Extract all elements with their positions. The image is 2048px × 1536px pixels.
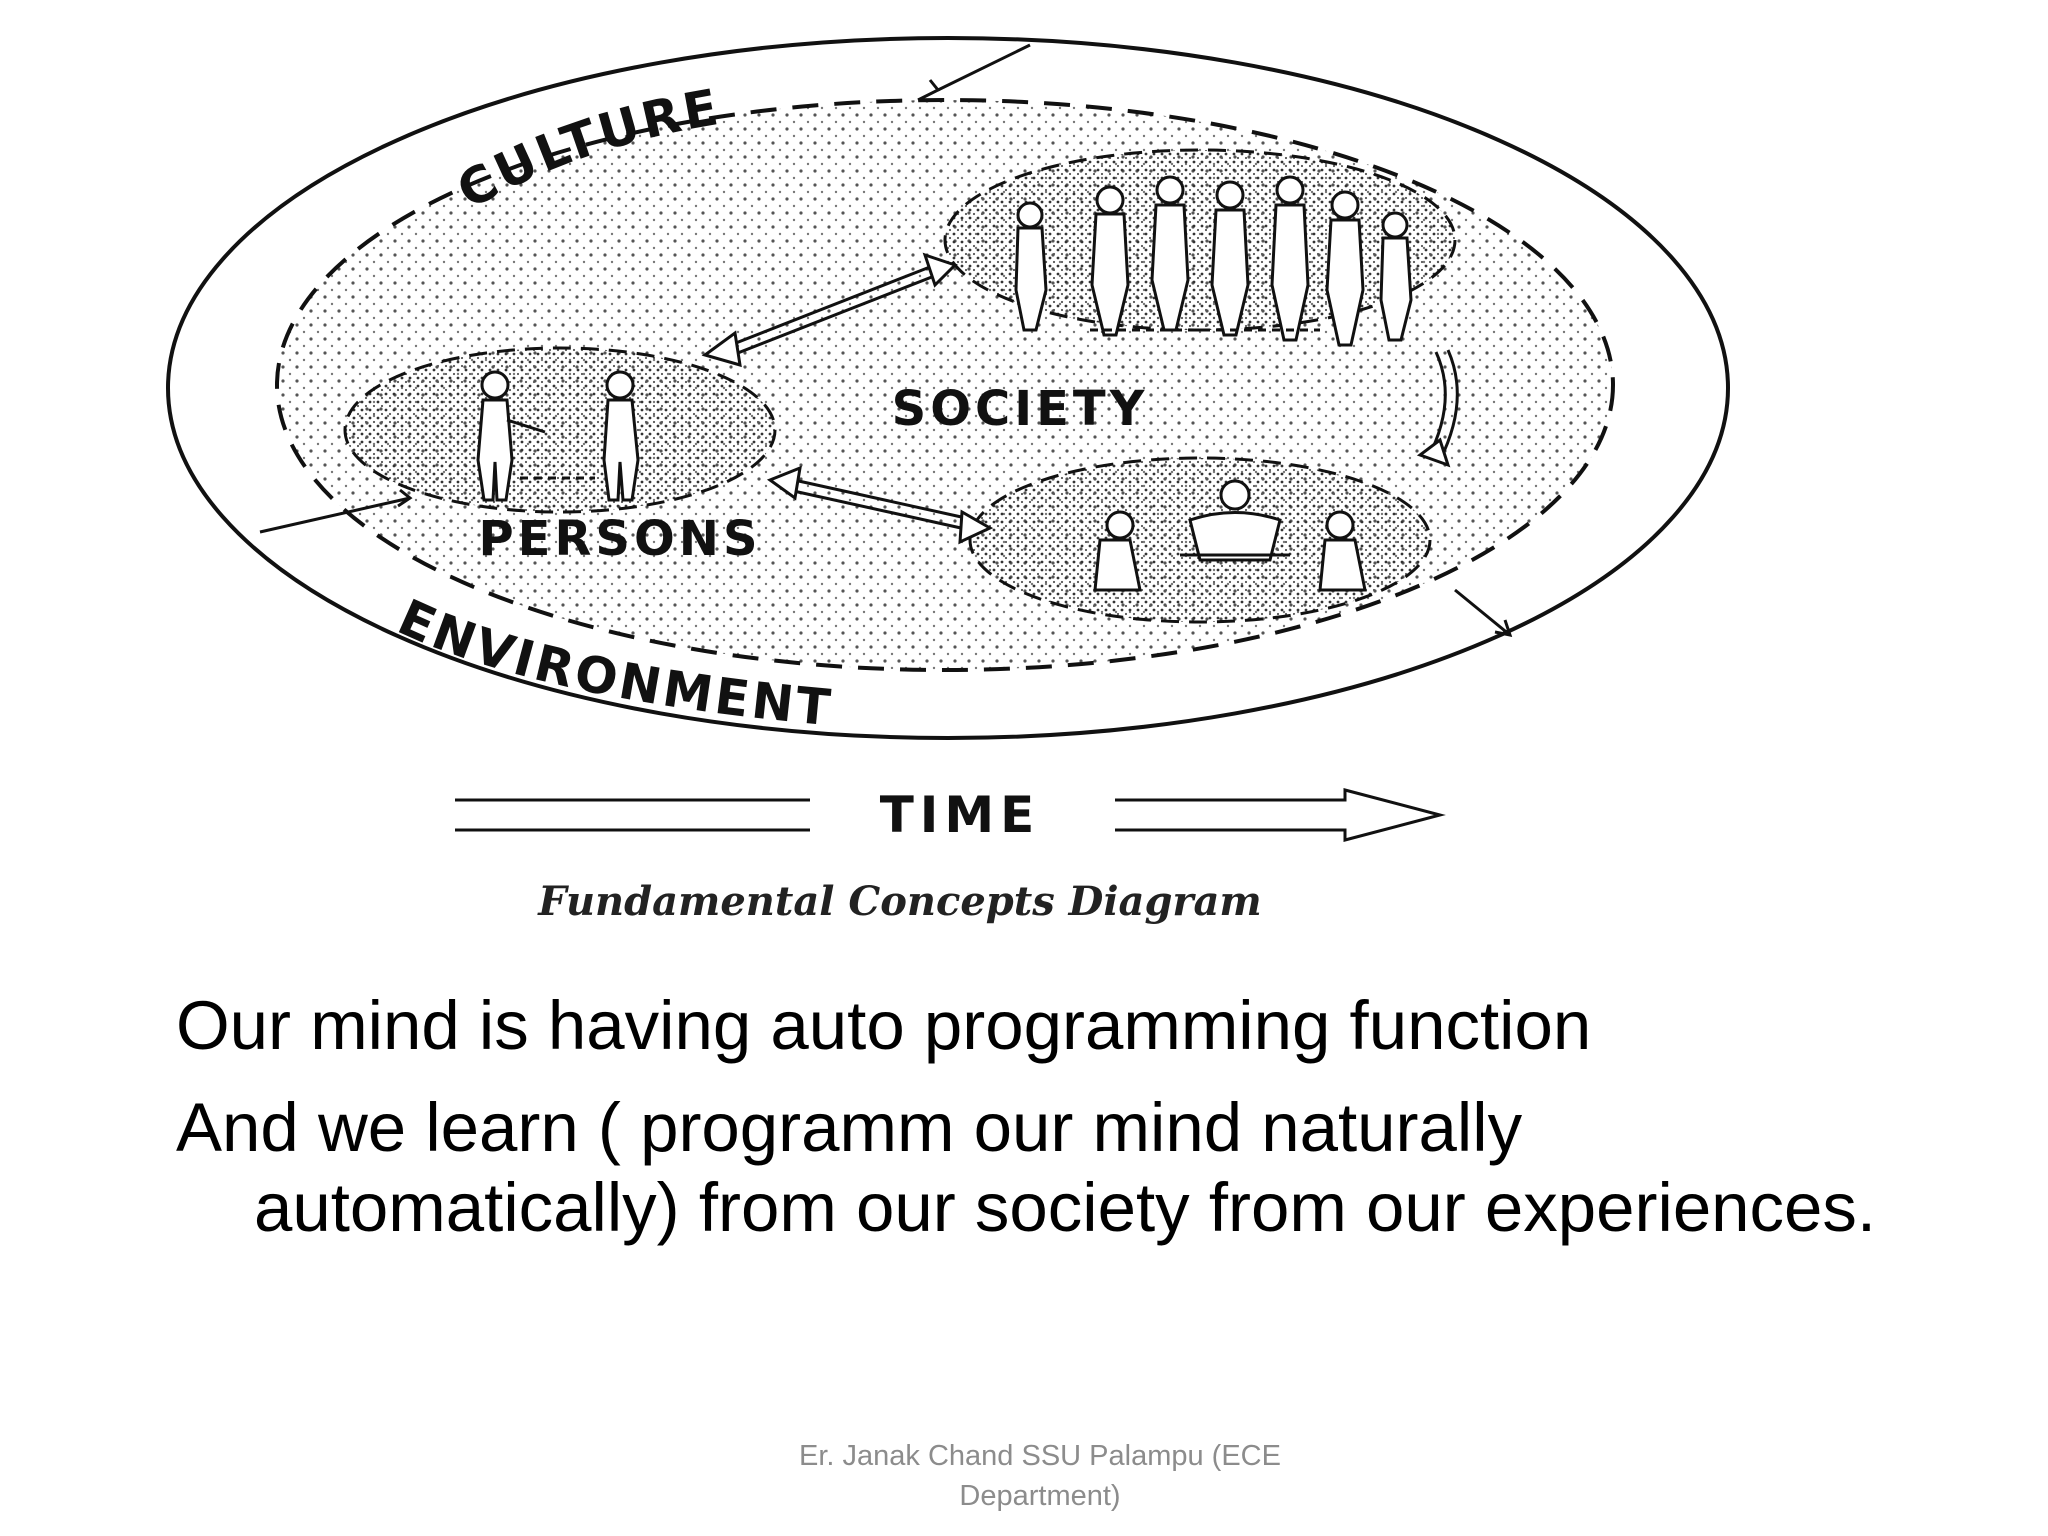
time-arrow	[455, 788, 1446, 842]
fundamental-concepts-diagram: CULTURE ENVIRONMENT SOCIETY PERSONS TIME…	[166, 36, 1730, 925]
body-line-1: Our mind is having auto programming func…	[176, 987, 1592, 1064]
footer-line-1: Er. Janak Chand SSU Palampu (ECE	[799, 1440, 1281, 1472]
relation-arrows	[259, 43, 1513, 637]
time-label: TIME	[880, 786, 1041, 844]
footer: Er. Janak Chand SSU Palampu (ECE Departm…	[760, 1436, 1320, 1516]
meeting-figures	[1093, 479, 1367, 592]
body-line-2: And we learn ( programm our mind natural…	[176, 1089, 1877, 1246]
persons-circle	[343, 346, 777, 514]
society-people-figures	[1014, 175, 1413, 347]
two-persons-figure	[476, 370, 640, 502]
society-label: SOCIETY	[892, 381, 1149, 437]
footer-line-2: Department)	[959, 1480, 1121, 1512]
persons-label: PERSONS	[478, 511, 761, 567]
diagram-caption: Fundamental Concepts Diagram	[537, 878, 1262, 925]
environment-ellipse	[166, 36, 1730, 740]
body-text: Our mind is having auto programming func…	[176, 986, 1936, 1270]
